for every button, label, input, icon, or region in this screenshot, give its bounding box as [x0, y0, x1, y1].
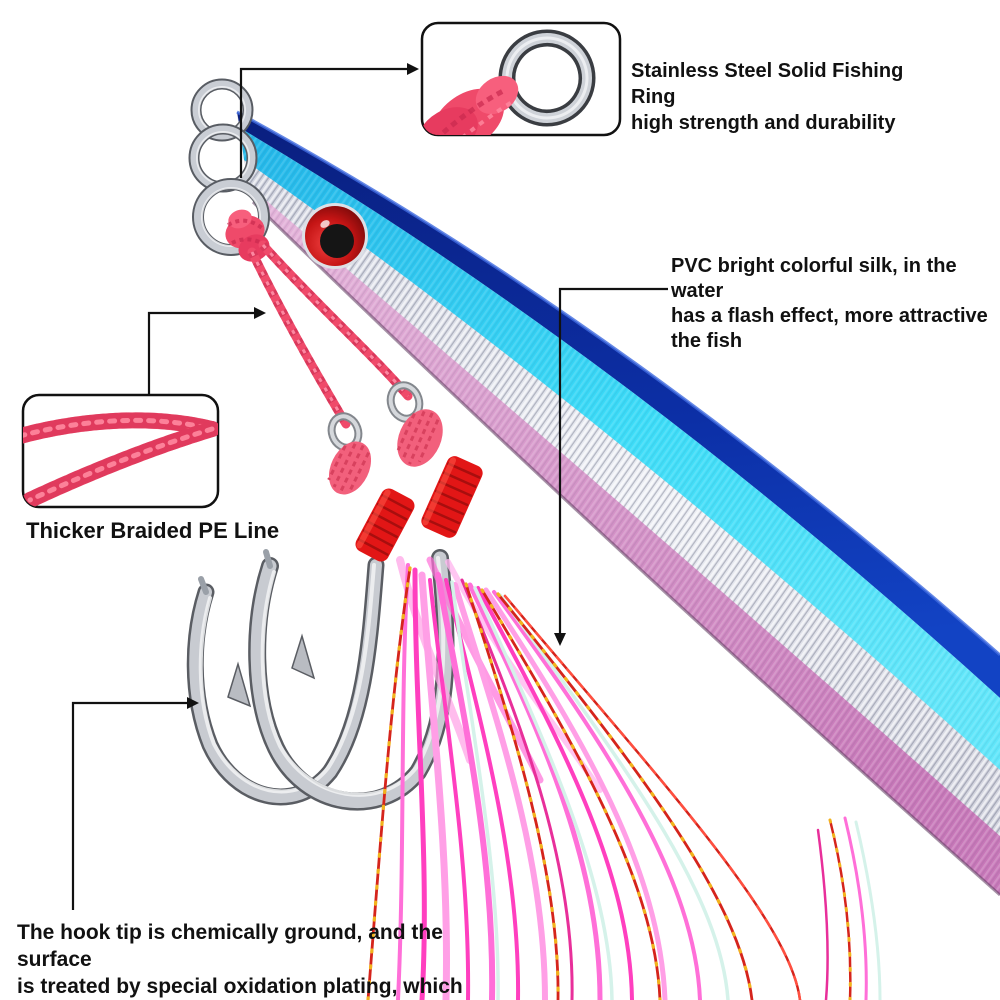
rib-texture-silver	[244, 160, 1000, 836]
body-navy-stripe	[237, 112, 1000, 698]
callout-silk-arrowhead-icon	[554, 633, 566, 646]
lure-eye	[302, 203, 368, 269]
callouts	[71, 63, 668, 910]
rib-texture-belly	[249, 186, 1000, 895]
callout-hook-line	[71, 701, 187, 910]
annotation-silk-text: PVC bright colorful silk, in the water h…	[671, 255, 988, 352]
rib-texture-cyan	[240, 128, 1000, 770]
annotation-pe-line-text: Thicker Braided PE Line	[26, 518, 280, 543]
silk-skirt	[366, 556, 882, 1000]
inset-ring-photo	[420, 21, 622, 137]
split-ring-bottom	[192, 178, 270, 256]
thread-wrap-left	[355, 488, 415, 562]
callout-hook-arrowhead-icon	[187, 697, 199, 709]
thread-wraps	[355, 456, 483, 562]
body-top-sheen	[236, 110, 1000, 657]
callout-pe-arrowhead-icon	[254, 307, 266, 319]
inset-pe-photo	[21, 393, 220, 509]
pe-lines	[247, 240, 413, 429]
body-bottom-shadow	[251, 200, 1000, 897]
split-ring-top	[190, 78, 254, 142]
lure-body	[236, 110, 1000, 897]
annotation-ring-text: Stainless Steel Solid Fishing Ring high …	[631, 60, 904, 134]
callout-ring-line	[239, 67, 407, 178]
thread-wrap-right	[421, 456, 483, 538]
callout-ring-arrowhead-icon	[407, 63, 419, 75]
silk-wisps-right	[816, 816, 882, 1000]
hook-lashings	[327, 409, 443, 495]
split-rings	[188, 78, 270, 256]
inset-ring-knot	[422, 75, 519, 135]
callout-pe-line	[147, 311, 254, 396]
tinsel-strands	[366, 566, 802, 1000]
callout-silk-line	[558, 287, 668, 633]
assist-hooks	[186, 381, 455, 811]
annotation-hook-text: The hook tip is chemically ground, and t…	[17, 921, 463, 998]
